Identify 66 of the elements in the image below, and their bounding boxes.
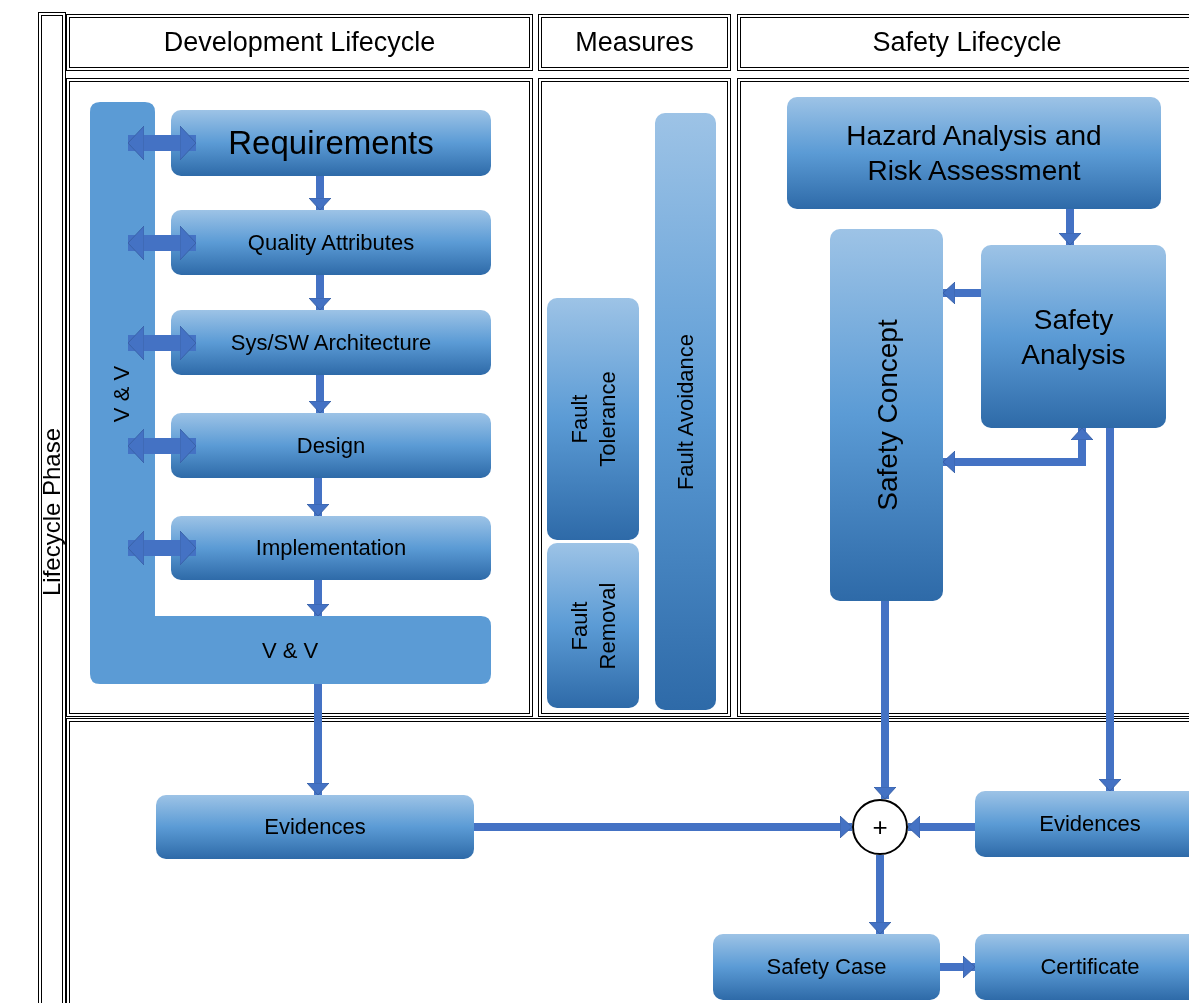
process-box [975, 934, 1189, 1000]
panel [538, 78, 731, 717]
arrow [907, 815, 975, 839]
arrow [1058, 209, 1082, 246]
process-box [975, 791, 1189, 857]
phase-label [38, 12, 66, 1003]
process-box [787, 97, 1161, 209]
process-box [171, 110, 491, 176]
double-arrow [127, 428, 197, 464]
arrow [1098, 428, 1122, 792]
box-label: Safety Concept [870, 319, 904, 511]
box-label: Sys/SW Architecture [230, 328, 432, 357]
arrow [942, 281, 981, 305]
double-arrow [127, 325, 197, 361]
double-arrow [127, 125, 197, 161]
arrow [868, 855, 892, 935]
header-text: Safety Lifecycle [872, 25, 1062, 59]
box-label: Safety Case [766, 953, 887, 981]
double-arrow [127, 225, 197, 261]
column-header [538, 14, 731, 71]
box-label: Design [296, 431, 366, 460]
header-text: Measures [575, 25, 694, 59]
bar-label: V & V [109, 365, 135, 423]
sum-symbol [852, 799, 908, 855]
plus-sign: + [872, 810, 888, 844]
box-label: Fault Avoidance [671, 333, 699, 490]
process-box [830, 229, 943, 601]
double-arrow [942, 427, 1094, 474]
panel [66, 718, 1189, 1003]
process-box [171, 413, 491, 478]
process-box [171, 310, 491, 375]
box-label: Certificate [1040, 953, 1140, 981]
box-label: Fault Removal [565, 581, 620, 671]
measure-box [547, 298, 639, 540]
arrow [306, 684, 330, 796]
column-header [737, 14, 1189, 71]
arrow [306, 478, 330, 517]
process-box [171, 516, 491, 580]
double-arrow [127, 530, 197, 566]
box-label: Fault Tolerance [565, 370, 620, 469]
arrow [873, 601, 897, 800]
header-text: Development Lifecycle [163, 25, 436, 59]
panel [737, 78, 1189, 717]
box-label: Implementation [255, 534, 407, 562]
arrow [940, 955, 976, 979]
measure-box [547, 543, 639, 708]
arrow [308, 375, 332, 414]
arrow [306, 580, 330, 617]
process-box [156, 795, 474, 859]
measure-box [655, 113, 716, 710]
box-label: Safety Analysis [1020, 302, 1127, 372]
box-label: Hazard Analysis and Risk Assessment [845, 119, 1103, 188]
process-box [713, 934, 940, 1000]
box-label: Lifecycle Phase [37, 427, 66, 597]
bar-label: V & V [261, 638, 319, 664]
arrow [308, 176, 332, 211]
arrow [308, 275, 332, 311]
panel [66, 78, 533, 717]
box-label: Quality Attributes [247, 228, 415, 257]
process-box [981, 245, 1166, 428]
column-header [66, 14, 533, 71]
box-label: Evidences [1039, 810, 1141, 838]
box-label: Evidences [264, 813, 366, 841]
arrow [474, 815, 853, 839]
box-label: Requirements [228, 123, 434, 164]
process-box [171, 210, 491, 275]
